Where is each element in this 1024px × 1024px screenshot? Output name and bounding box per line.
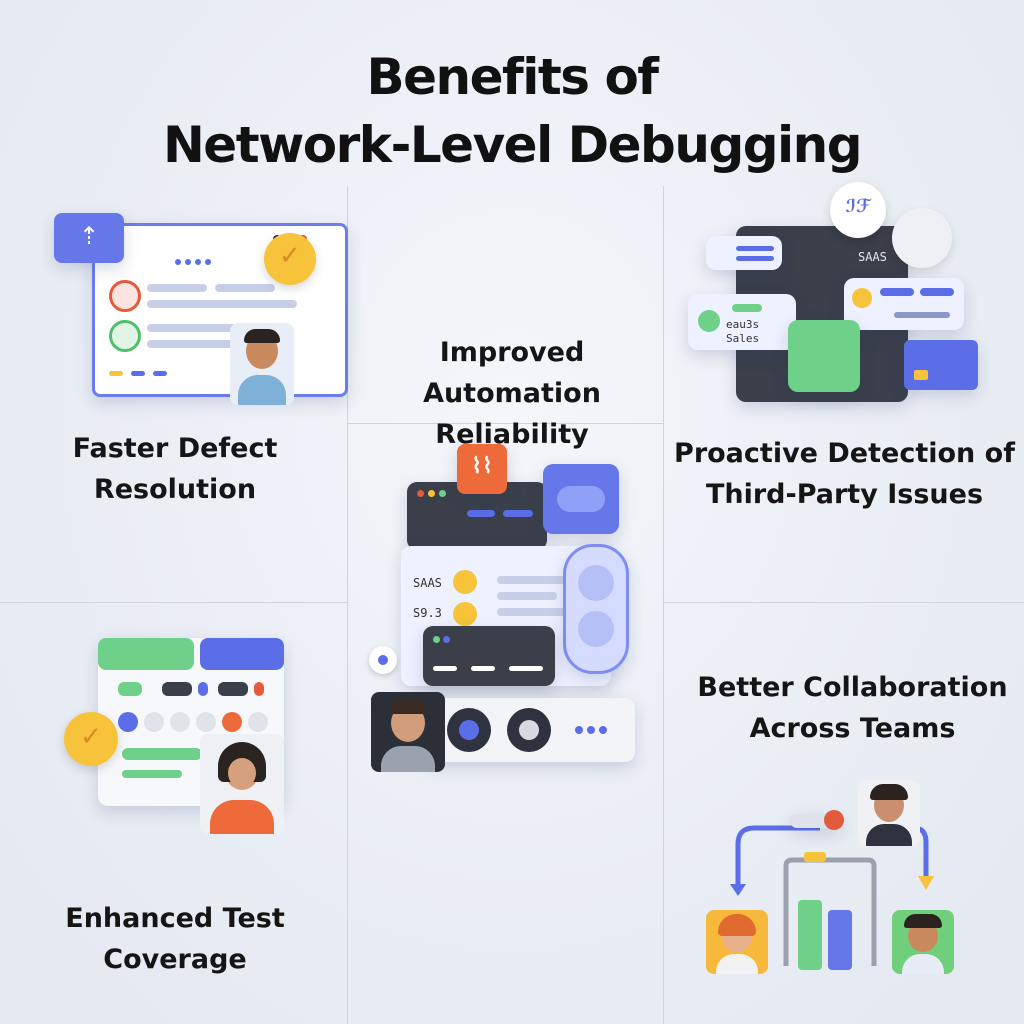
saas-text: SAAS: [413, 576, 442, 590]
caption-line: Resolution: [93, 474, 257, 505]
caption-line: Coverage: [103, 944, 247, 975]
illustration-test-coverage: ✓: [60, 630, 350, 840]
data-card: [844, 278, 964, 330]
checkmark-badge-icon: ✓: [64, 712, 118, 766]
avatar-icon: [230, 323, 294, 405]
sales-line2-text: Sales: [726, 332, 760, 345]
benefit-caption-3: Proactive Detection of Third-Party Issue…: [672, 433, 1017, 515]
puzzle-icon: [788, 320, 860, 392]
sales-card: eau3s Sales: [688, 294, 796, 350]
error-indicator-icon: [109, 280, 141, 312]
info-card: [706, 236, 782, 270]
illustration-faster-defect: ⇡ ✓: [50, 205, 348, 415]
benefit-caption-1: Faster Defect Resolution: [20, 428, 330, 510]
page-title-line2: Network-Level Debugging: [162, 116, 863, 174]
benefit-caption-4: Enhanced Test Coverage: [20, 898, 330, 980]
illustration-collaboration: [700, 780, 1000, 980]
divider-horizontal-right: [663, 602, 1024, 603]
code-badge-icon: ℐℱ: [830, 182, 886, 238]
saas-card-text: SAAS: [858, 250, 887, 264]
plug-tip-icon: [824, 810, 844, 830]
terminal-panel: [423, 626, 555, 686]
share-icon: ⇡: [54, 213, 124, 263]
illustration-automation: ⌇⌇ SAAS S9.3: [365, 440, 655, 790]
credit-card-icon: [904, 340, 978, 390]
bar-chart-icon: [798, 900, 822, 970]
caption-line: Across Teams: [749, 713, 956, 744]
page-title-line1: Benefits of: [366, 48, 659, 106]
bar-chart-icon: [828, 910, 852, 970]
caption-line: Third-Party Issues: [705, 479, 984, 510]
code-icon: ⌇⌇: [457, 444, 507, 494]
sales-line1-text: eau3s: [726, 318, 760, 331]
divider-horizontal-center: [347, 423, 663, 424]
benefit-caption-2: Improved Automation Reliability: [347, 332, 677, 455]
caption-line: Better Collaboration: [697, 672, 1008, 703]
caption-line: Improved Automation: [423, 337, 601, 409]
caption-line: Enhanced Test: [65, 903, 285, 934]
price-text: S9.3: [413, 606, 442, 620]
gauge-icon: [563, 544, 629, 674]
shield-icon: [892, 208, 952, 268]
avatar-icon: [892, 910, 954, 974]
avatar-icon: [371, 692, 445, 772]
illustration-proactive-detection: SAAS ℐℱ eau3s Sales: [682, 180, 1002, 410]
success-indicator-icon: [109, 320, 141, 352]
checkmark-badge-icon: ✓: [264, 233, 316, 285]
test-dashboard: [98, 638, 284, 806]
caption-line: Faster Defect: [72, 433, 278, 464]
cloud-icon: [543, 464, 619, 534]
avatar-icon: [858, 780, 920, 846]
avatar-icon: [706, 910, 768, 974]
browser-window-icon: [92, 223, 348, 397]
benefit-caption-5: Better Collaboration Across Teams: [680, 667, 1024, 749]
divider-vertical-left: [347, 186, 348, 1024]
divider-vertical-right: [663, 186, 664, 1024]
caption-line: Proactive Detection of: [674, 438, 1015, 469]
avatar-icon: [200, 734, 284, 834]
camera-icon: [425, 698, 635, 762]
divider-horizontal-left: [0, 602, 347, 603]
badge-icon: [369, 646, 397, 674]
